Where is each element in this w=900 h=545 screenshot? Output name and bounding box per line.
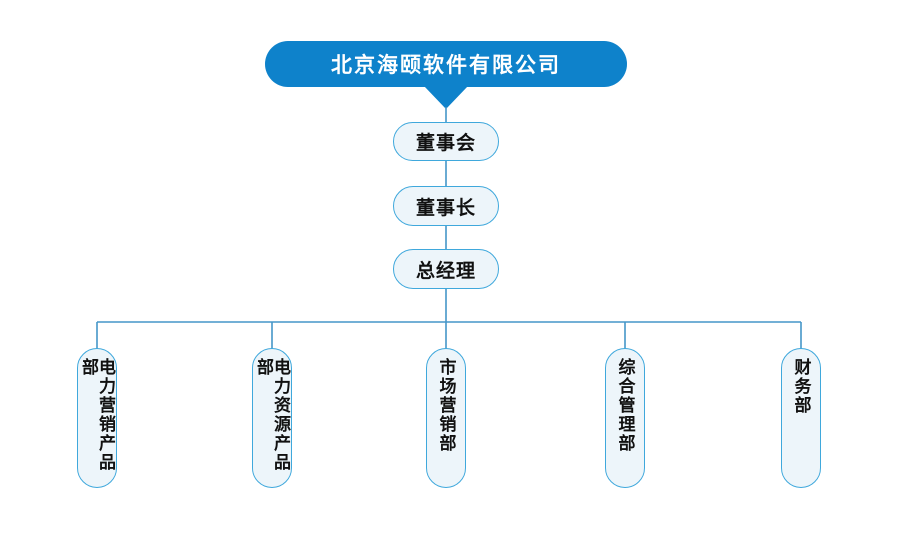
org-node-department: 电力资源产品部 [252,348,292,488]
org-node-department: 财务部 [781,348,821,488]
department-label: 财务部 [791,358,811,415]
org-node-department: 综合管理部 [605,348,645,488]
org-node-department: 市场营销部 [426,348,466,488]
department-label: 市场营销部 [436,358,456,453]
org-node-board: 董事会 [393,122,499,161]
org-node-chairman: 董事长 [393,186,499,226]
department-label: 综合管理部 [615,358,635,453]
company-root-label: 北京海颐软件有限公司 [331,54,561,77]
root-pointer-triangle [424,86,468,109]
general-manager-label: 总经理 [415,260,476,282]
chairman-label: 董事长 [415,197,476,219]
org-node-general-manager: 总经理 [393,249,499,289]
org-node-department: 电力营销产品部 [77,348,117,488]
board-label: 董事会 [415,133,476,154]
department-label: 电力营销产品部 [79,358,115,472]
department-label: 电力资源产品部 [254,358,290,472]
org-node-company-root: 北京海颐软件有限公司 [265,41,627,87]
